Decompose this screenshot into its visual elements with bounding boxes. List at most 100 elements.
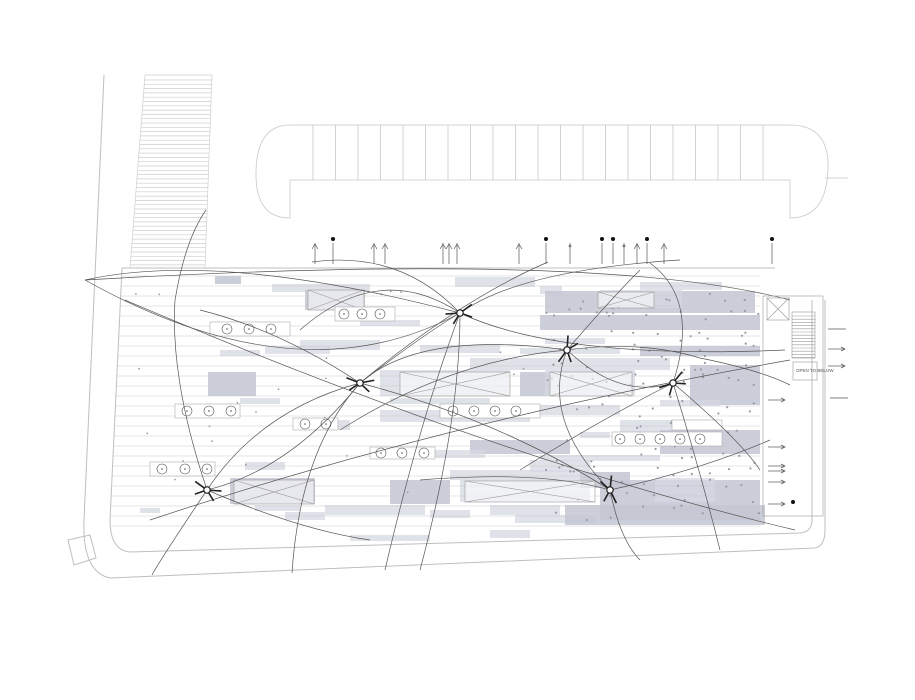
planter-tree-center: [304, 423, 306, 425]
pavement-dot: [727, 431, 730, 434]
pavement-dot: [389, 290, 392, 293]
planter-tree-center: [361, 313, 363, 315]
pavement-dot: [748, 410, 751, 413]
pavement-dot: [236, 402, 239, 404]
planter-tree-center: [659, 438, 661, 440]
pavement-dot: [704, 318, 707, 321]
pavement-dot: [725, 485, 728, 488]
deck-band: [455, 277, 535, 287]
radiating-path: [566, 349, 674, 388]
pavement-dot: [208, 425, 211, 428]
pavement-dot: [673, 506, 676, 509]
pavement-dot: [146, 432, 149, 435]
pavement-dot: [690, 456, 693, 459]
planter-tree-center: [248, 328, 250, 330]
pavement-dot: [642, 505, 645, 508]
marker-small-dot: [622, 244, 626, 248]
pavement-dot: [727, 376, 730, 379]
planter-tree-center: [325, 423, 327, 425]
pavement-dot: [552, 363, 555, 366]
radiating-path: [339, 349, 568, 431]
pavement-dot: [752, 383, 755, 386]
marker-arrow: [453, 243, 461, 250]
radiating-paths: [84, 209, 796, 576]
pavement-dot: [680, 504, 683, 507]
pavement-dot: [609, 516, 612, 519]
pavement-dot: [579, 307, 582, 310]
pavement-dot: [703, 354, 706, 358]
pavement-dot: [158, 293, 161, 296]
light-pole-base: [606, 486, 614, 494]
pavement-dot: [546, 379, 549, 382]
deck-band: [350, 535, 430, 541]
open-to-below-label: OPEN TO BELOW: [796, 368, 834, 373]
pavement-dot: [726, 406, 729, 409]
stair-core-outline: [762, 295, 824, 517]
deck-band: [390, 398, 490, 404]
marker-dot: [611, 237, 615, 241]
radiating-path: [151, 489, 208, 576]
edge-arrow-head: [840, 346, 846, 352]
pavement-dot: [637, 359, 640, 363]
pavement-dot: [138, 367, 141, 370]
planter-tree-center: [699, 438, 701, 440]
radiating-path: [174, 209, 208, 491]
planter-tree-center: [380, 452, 382, 454]
planter-tree-center: [161, 468, 163, 470]
site-boundary: [83, 74, 826, 579]
pavement-dot: [668, 299, 671, 302]
deck-band: [540, 315, 760, 330]
pavement-dot: [717, 412, 720, 415]
pavement-dot: [620, 480, 623, 484]
light-pole-base: [563, 346, 571, 354]
pavement-dot: [645, 314, 648, 317]
pavement-dot: [277, 388, 280, 391]
pavement-dot: [638, 415, 641, 418]
radiating-path: [206, 489, 371, 541]
planter-tree-center: [423, 452, 425, 454]
pavement-dot: [555, 459, 558, 462]
pavement-dot: [568, 308, 571, 311]
pavement-dot: [745, 364, 748, 367]
pavement-dot: [683, 498, 686, 502]
light-pole-arm: [346, 377, 375, 393]
deck-band: [208, 372, 256, 396]
pavement-dot: [757, 511, 761, 515]
pavement-dot: [752, 402, 755, 405]
light-pole: [557, 335, 579, 363]
pavement-dot: [552, 314, 556, 317]
deck-band: [450, 470, 580, 480]
pavement-dot: [582, 300, 585, 303]
radiating-path: [206, 382, 361, 491]
parking-area: [255, 124, 848, 219]
pavement-dot: [735, 429, 738, 432]
deck-band: [470, 358, 670, 370]
edge-arrow-head: [780, 479, 786, 485]
pavement-dot: [680, 456, 684, 460]
deck-band: [272, 284, 370, 292]
marker-arrow: [311, 243, 319, 250]
crossed-box-diagonal: [233, 479, 315, 505]
pavement-dot: [665, 298, 668, 301]
deck-band: [515, 515, 595, 523]
deck-band: [240, 398, 280, 404]
radiating-path: [291, 382, 361, 574]
pavement-dot: [554, 511, 558, 514]
radiating-path: [149, 359, 791, 521]
pavement-dot: [740, 334, 744, 337]
radiating-path: [459, 312, 786, 353]
pavement-dot: [632, 331, 635, 334]
planter-tree-center: [184, 468, 186, 470]
planter-tree-center: [494, 410, 496, 412]
pavement-dot: [575, 408, 579, 411]
pavement-dot: [664, 358, 668, 361]
deck-band: [220, 350, 260, 356]
radiating-path: [519, 382, 674, 471]
crossed-box-diagonal: [307, 289, 365, 311]
deck-band: [660, 400, 720, 406]
pavement-dot: [683, 368, 686, 371]
edge-arrow-head: [780, 501, 786, 507]
pavement-dot: [689, 447, 693, 450]
deck-band: [420, 345, 500, 353]
pavement-dot: [499, 351, 502, 354]
